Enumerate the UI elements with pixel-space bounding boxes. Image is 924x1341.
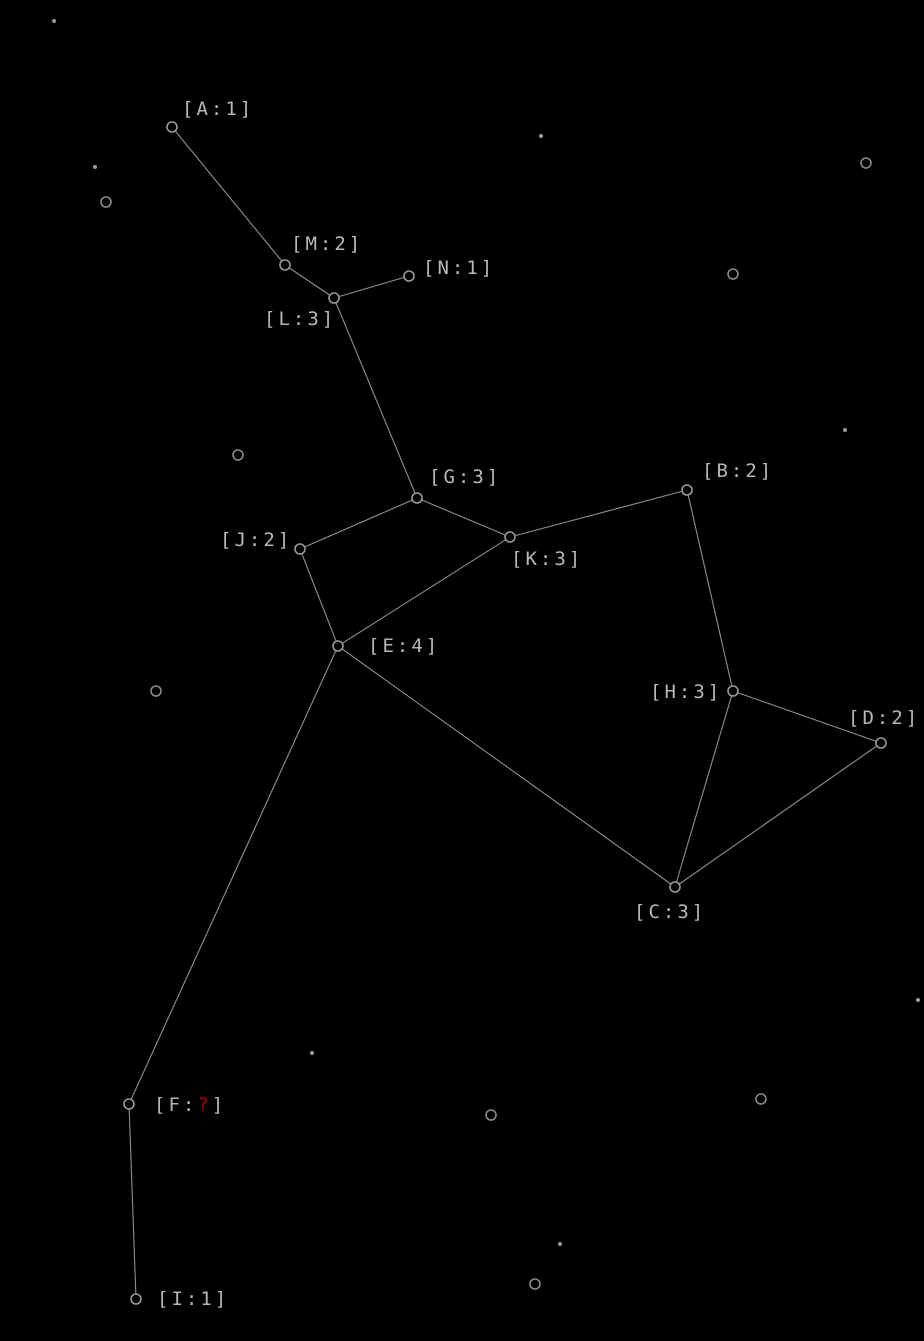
node-f-unknown-value: ? xyxy=(197,1094,211,1116)
node-h[interactable] xyxy=(727,685,739,697)
edge-a-m xyxy=(171,126,286,266)
background-star xyxy=(52,19,56,23)
node-f-label-suffix: ] xyxy=(212,1094,226,1116)
node-f[interactable] xyxy=(123,1098,135,1110)
edge-g-j xyxy=(299,497,418,550)
node-f-label-prefix: [F: xyxy=(154,1094,197,1116)
edge-e-f xyxy=(128,645,339,1105)
node-j[interactable] xyxy=(294,543,306,555)
node-j-label: [J:2] xyxy=(220,529,292,551)
label-layer: [A:1] [M:2] [N:1] [L:3] [G:3] [B:2] [J:2… xyxy=(154,98,920,1310)
background-star xyxy=(539,134,543,138)
node-b[interactable] xyxy=(681,484,693,496)
edge-k-b xyxy=(509,489,688,538)
edge-h-d xyxy=(732,690,882,744)
background-star xyxy=(232,449,244,461)
edge-g-k xyxy=(416,497,511,538)
node-a[interactable] xyxy=(166,121,178,133)
node-d[interactable] xyxy=(875,737,887,749)
node-f-label: [F:?] xyxy=(154,1094,226,1116)
background-stars xyxy=(52,19,920,1290)
node-d-label: [D:2] xyxy=(848,707,920,729)
background-star xyxy=(727,268,739,280)
background-star xyxy=(93,165,97,169)
edge-m-l xyxy=(284,264,335,299)
edge-l-g xyxy=(333,297,418,499)
node-k[interactable] xyxy=(504,531,516,543)
edge-b-h xyxy=(686,489,734,692)
node-m-label: [M:2] xyxy=(291,233,363,255)
node-b-label: [B:2] xyxy=(702,460,774,482)
background-star xyxy=(843,428,847,432)
background-star xyxy=(755,1093,767,1105)
edge-e-c xyxy=(337,645,676,888)
node-e[interactable] xyxy=(332,640,344,652)
background-star xyxy=(860,157,872,169)
node-e-label: [E:4] xyxy=(368,635,440,657)
node-n-label: [N:1] xyxy=(423,257,495,279)
background-star xyxy=(100,196,112,208)
edge-j-e xyxy=(299,548,339,647)
edge-l-n xyxy=(333,275,410,299)
node-g-label: [G:3] xyxy=(429,466,501,488)
node-h-label: [H:3] xyxy=(650,681,722,703)
node-m[interactable] xyxy=(279,259,291,271)
edge-f-i xyxy=(128,1103,137,1300)
node-a-label: [A:1] xyxy=(182,98,254,120)
node-l[interactable] xyxy=(328,292,340,304)
edge-layer xyxy=(128,126,882,1300)
background-star xyxy=(485,1109,497,1121)
edge-k-e xyxy=(337,536,511,647)
node-layer xyxy=(123,121,887,1305)
node-i-label: [I:1] xyxy=(157,1288,229,1310)
node-i[interactable] xyxy=(130,1293,142,1305)
background-star xyxy=(150,685,162,697)
node-n[interactable] xyxy=(403,270,415,282)
node-c[interactable] xyxy=(669,881,681,893)
edge-h-c xyxy=(674,690,734,888)
background-star xyxy=(310,1051,314,1055)
node-g[interactable] xyxy=(411,492,423,504)
edge-d-c xyxy=(674,742,882,888)
background-star xyxy=(558,1242,562,1246)
node-l-label: [L:3] xyxy=(264,308,336,330)
node-k-label: [K:3] xyxy=(511,548,583,570)
node-c-label: [C:3] xyxy=(634,901,706,923)
background-star xyxy=(529,1278,541,1290)
background-star xyxy=(916,998,920,1002)
